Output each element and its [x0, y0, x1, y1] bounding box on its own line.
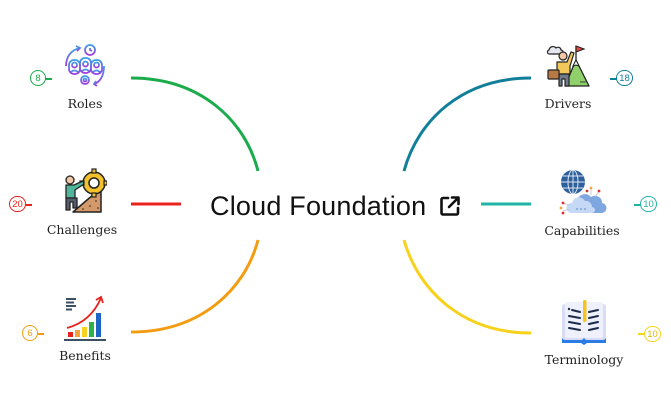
node-capabilities[interactable]: Capabilities: [527, 169, 637, 238]
team-roles-icon: [65, 44, 105, 87]
benefits-badge-stub: [37, 333, 44, 335]
external-link-icon[interactable]: [438, 194, 462, 218]
capabilities-badge-stub: [634, 204, 641, 206]
roles-label: Roles: [67, 96, 103, 111]
roles-badge-stub: [45, 78, 52, 80]
drivers-badge-stub: [610, 78, 617, 80]
globe-cloud-icon: [559, 169, 607, 215]
roles-count-badge[interactable]: 8: [30, 70, 46, 86]
drivers-label: Drivers: [544, 96, 592, 111]
central-topic-title: Cloud Foundation: [210, 190, 427, 221]
link-roles: [130, 76, 260, 172]
capabilities-label: Capabilities: [544, 223, 620, 238]
challenges-label: Challenges: [46, 222, 118, 237]
challenges-badge-stub: [25, 204, 32, 206]
link-terminology: [402, 239, 532, 335]
central-topic[interactable]: Cloud Foundation: [210, 188, 462, 224]
link-drivers: [402, 76, 532, 172]
capabilities-count-badge[interactable]: 10: [640, 196, 657, 212]
challenges-count-badge[interactable]: 20: [9, 196, 26, 212]
link-benefits: [130, 239, 260, 334]
terminology-label: Terminology: [544, 352, 624, 367]
open-book-icon: [562, 300, 606, 345]
climber-gear-icon: [65, 168, 107, 213]
node-challenges[interactable]: Challenges: [27, 168, 137, 237]
growth-chart-icon: [64, 295, 106, 341]
benefits-label: Benefits: [59, 348, 111, 363]
node-drivers[interactable]: Drivers: [513, 42, 623, 111]
terminology-badge-stub: [638, 333, 645, 335]
node-terminology[interactable]: Terminology: [529, 298, 639, 367]
node-roles[interactable]: Roles: [30, 42, 140, 111]
terminology-count-badge[interactable]: 10: [644, 326, 661, 342]
benefits-count-badge[interactable]: 6: [22, 325, 38, 341]
node-benefits[interactable]: Benefits: [30, 294, 140, 363]
mountain-flag-icon: [546, 45, 590, 87]
